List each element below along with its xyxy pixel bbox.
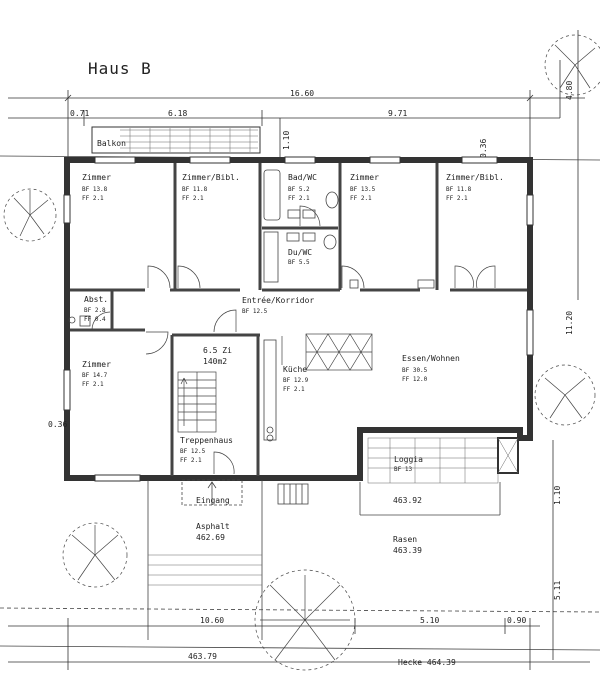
room-ff: FF 0.4 — [84, 316, 106, 323]
dim-left-margin: 0.71 — [70, 109, 89, 118]
dim-south-offset: 1.10 — [553, 486, 562, 505]
room-name: Abst. — [84, 295, 108, 304]
room-balkon-label: Balkon — [97, 139, 126, 148]
apartment-rooms: 6.5 Zi — [203, 346, 232, 355]
room-ff: FF 2.1 — [180, 457, 202, 464]
room-bf: BF 30.5 — [402, 367, 428, 374]
exterior-steps — [148, 554, 262, 586]
level-loggia: 463.92 — [393, 496, 422, 505]
tree-icon — [544, 34, 600, 96]
room-name: Du/WC — [288, 248, 312, 257]
plan-title: Haus B — [88, 59, 152, 78]
room-zimmer-nw: Zimmer BF 13.8 FF 2.1 — [82, 173, 111, 202]
room-bad-wc: Bad/WC BF 5.2 FF 2.1 — [288, 173, 317, 202]
room-bf: BF 14.7 — [82, 372, 108, 379]
room-bf: BF 11.8 — [182, 186, 208, 193]
outer-walls — [64, 157, 533, 481]
room-zimmer-ne: Zimmer BF 13.5 FF 2.1 — [350, 173, 379, 202]
room-bf: BF 12.5 — [180, 448, 206, 455]
room-name: Zimmer — [350, 173, 379, 182]
windows — [63, 156, 534, 482]
room-du-wc: Du/WC BF 5.5 — [288, 248, 312, 266]
top-dimension-lines — [8, 90, 585, 160]
room-bf: BF 12.5 — [242, 308, 268, 315]
asphalt-label: Asphalt — [196, 522, 230, 531]
room-essen-wohnen: Essen/Wohnen BF 30.5 FF 12.0 — [402, 354, 460, 383]
room-ff: FF 2.1 — [288, 195, 310, 202]
room-ff: FF 2.1 — [82, 195, 104, 202]
level-bottom: 463.79 — [188, 652, 217, 661]
bottom-dimension-lines — [8, 618, 590, 670]
kitchen-counter — [281, 333, 373, 371]
loggia-area — [367, 437, 519, 484]
apartment-area: 140m2 — [203, 357, 227, 366]
entrance-label: Eingang — [196, 496, 230, 505]
room-name: Bad/WC — [288, 173, 317, 182]
dim-north-wall: 0.36 — [479, 139, 488, 158]
room-name: Treppenhaus — [180, 436, 233, 445]
dim-right-top: 4.80 — [565, 81, 574, 100]
room-name: Zimmer/Bibl. — [446, 173, 504, 182]
dim-bottom-right: 0.90 — [507, 616, 526, 625]
dim-right-depth: 11.20 — [565, 311, 574, 335]
staircase — [177, 371, 217, 433]
room-name: Küche — [283, 365, 307, 374]
asphalt-level: 462.69 — [196, 533, 225, 542]
dim-balcony-depth: 1.10 — [282, 131, 291, 150]
interior-walls — [70, 163, 527, 476]
room-bf: BF 5.2 — [288, 186, 310, 193]
dim-right-span: 9.71 — [388, 109, 407, 118]
room-name: Zimmer — [82, 173, 111, 182]
tree-icon — [62, 522, 128, 588]
room-treppenhaus: Treppenhaus BF 12.5 FF 2.1 — [180, 436, 233, 464]
entrance — [181, 479, 309, 506]
tree-icon — [534, 364, 596, 426]
room-loggia: Loggia BF 13 — [394, 455, 423, 473]
room-entree: Entrée/Korridor BF 12.5 — [242, 295, 314, 315]
room-ff: FF 2.1 — [82, 381, 104, 388]
room-name: Zimmer — [82, 360, 111, 369]
door-swings — [91, 205, 496, 475]
room-bf: BF 13.8 — [82, 186, 108, 193]
rasen-label: Rasen — [393, 535, 417, 544]
site-outline — [0, 480, 600, 651]
tree-icon — [3, 188, 57, 242]
room-kueche: Küche BF 12.9 FF 2.1 — [283, 365, 309, 393]
dim-total-width: 16.60 — [290, 89, 314, 98]
apartment-summary: 6.5 Zi 140m2 — [203, 346, 232, 366]
sanitary-fixtures — [68, 169, 435, 442]
rasen-level: 463.39 — [393, 546, 422, 555]
room-name: Entrée/Korridor — [242, 295, 314, 305]
room-zimmer-bibl-2: Zimmer/Bibl. BF 11.8 FF 2.1 — [446, 173, 504, 202]
room-bf: BF 11.8 — [446, 186, 472, 193]
dim-bottom-mid: 5.10 — [420, 616, 439, 625]
dim-south-depth: 5.11 — [553, 581, 562, 600]
room-ff: FF 2.1 — [446, 195, 468, 202]
room-bf: BF 2.8 — [84, 307, 106, 314]
room-bf: BF 13 — [394, 466, 412, 473]
room-zimmer-sw: Zimmer BF 14.7 FF 2.1 — [82, 360, 111, 388]
room-ff: FF 2.1 — [350, 195, 372, 202]
dim-bottom-left: 10.60 — [200, 616, 224, 625]
room-zimmer-bibl-1: Zimmer/Bibl. BF 11.8 FF 2.1 — [182, 173, 240, 202]
room-name: Essen/Wohnen — [402, 354, 460, 363]
balcony — [91, 126, 261, 154]
room-bf: BF 5.5 — [288, 259, 310, 266]
room-bf: BF 13.5 — [350, 186, 376, 193]
room-ff: FF 2.1 — [182, 195, 204, 202]
room-abst: Abst. BF 2.8 FF 0.4 — [84, 295, 108, 323]
room-name: Loggia — [394, 455, 423, 464]
tree-icon — [254, 569, 356, 671]
room-ff: FF 2.1 — [283, 386, 305, 393]
vertical-dims-top — [279, 30, 579, 300]
room-ff: FF 12.0 — [402, 376, 428, 383]
hedge-label: Hecke 464.39 — [398, 658, 456, 667]
room-bf: BF 12.9 — [283, 377, 309, 384]
dim-west-wall: 0.36 — [48, 420, 67, 429]
dim-balcony-width: 6.18 — [168, 109, 187, 118]
room-name: Zimmer/Bibl. — [182, 173, 240, 182]
